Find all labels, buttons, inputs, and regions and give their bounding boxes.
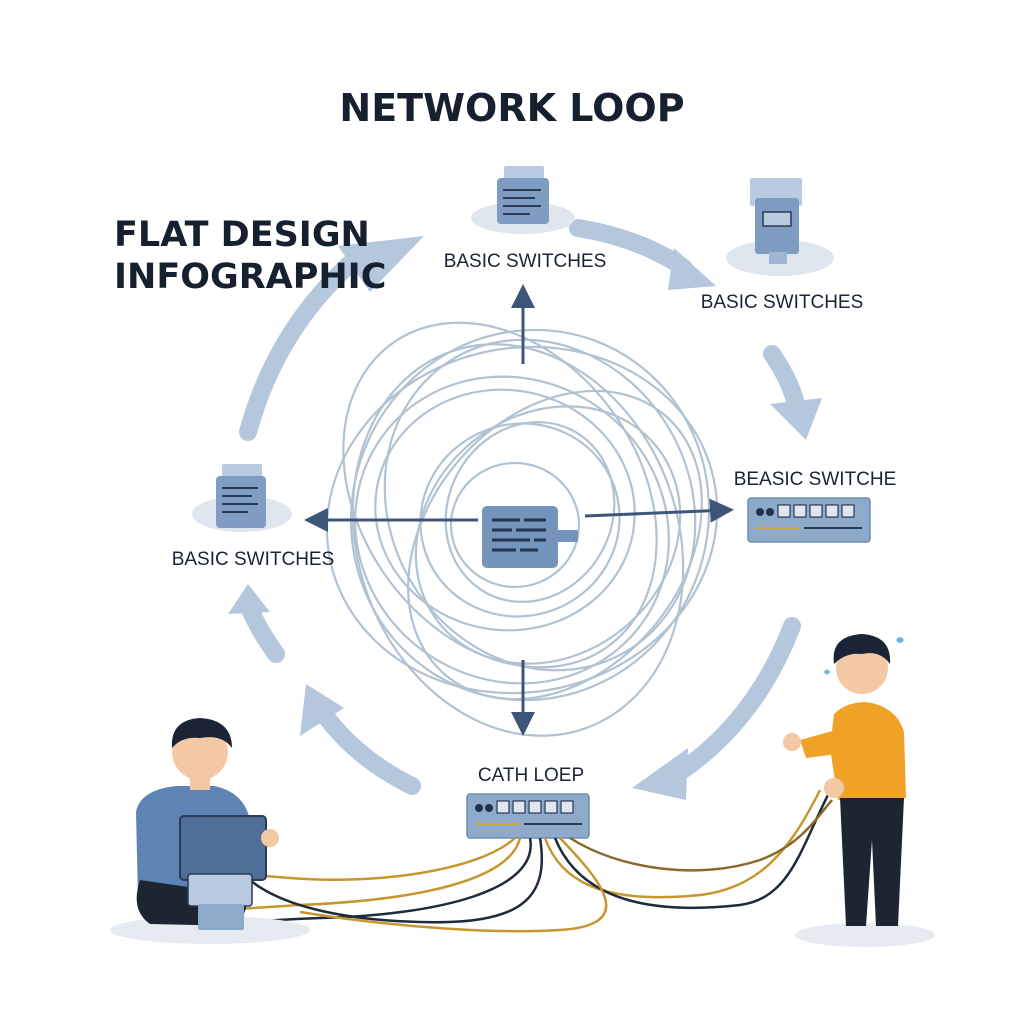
bottom-switch-icon [466,793,590,839]
cycle-arrowhead-top [668,248,716,290]
cycle-arrowhead-right [770,398,822,440]
label-right-switch: BEASIC SWITCHE [734,469,897,490]
person-left-sitting [110,718,310,944]
cycle-arrow-bottom-right [671,617,801,781]
cycle-arrow-bottom-left [315,705,421,795]
left-switch-icon [192,464,292,532]
cycle-arrow-left-up [239,253,361,441]
cycle-arrowhead-left-low [228,584,270,614]
top-switch-icon [471,166,575,234]
center-arrows [304,284,734,736]
label-top-right-switch: BASIC SWITCHES [701,292,864,313]
center-arrow-right [584,498,734,523]
top-right-switch-icon [726,178,834,276]
label-left-switch: BASIC SWITCHES [172,549,335,570]
cycle-arrowhead-left-up [338,236,424,292]
cycle-arrows [228,219,822,800]
label-top-switch: BASIC SWITCHES [444,251,607,272]
subtitle-line-1: FLAT DESIGN [114,215,370,255]
cycle-arrowhead-bottom-left [300,684,344,736]
cycle-arrow-right [763,345,805,413]
center-switch-icon [482,506,578,568]
right-switch-icon [747,497,871,543]
subtitle-line-2: INFOGRAPHIC [114,257,386,297]
page-title: NETWORK LOOP [339,86,684,130]
label-bottom-switch: CATH LOEP [478,765,584,786]
tangled-cable-loop [325,321,719,737]
person-right-standing [783,634,935,947]
cycle-arrowhead-bottom-right [632,748,688,800]
